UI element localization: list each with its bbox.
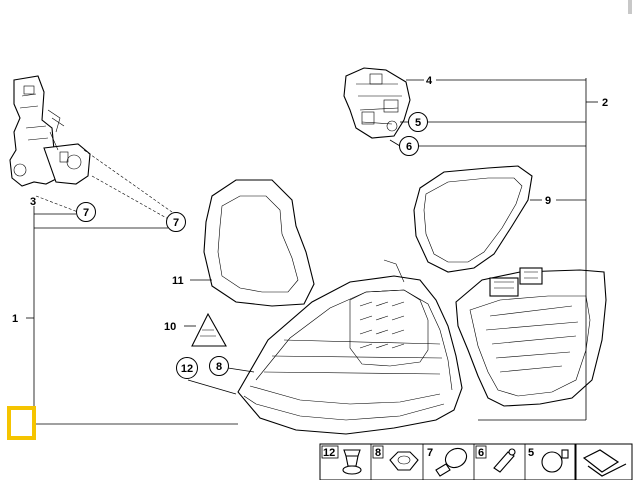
callout-9: 9 [545, 195, 551, 207]
callout-6: 6 [399, 136, 419, 156]
callout-11: 11 [172, 275, 184, 287]
svg-text:12: 12 [181, 363, 193, 375]
svg-text:7: 7 [83, 207, 89, 219]
svg-text:8: 8 [375, 447, 381, 459]
callout-2: 2 [602, 97, 608, 109]
strip-item-7[interactable]: 7 [427, 445, 470, 477]
selection-highlight[interactable] [7, 406, 36, 440]
warning-label-icon [191, 312, 227, 347]
callout-5: 5 [408, 112, 428, 132]
callout-1: 1 [12, 313, 18, 325]
svg-text:5: 5 [528, 447, 534, 459]
bulb-holder-right[interactable] [343, 67, 411, 139]
callout-8: 8 [209, 356, 229, 376]
callout-4: 4 [426, 75, 433, 87]
callout-7a: 7 [76, 202, 96, 222]
svg-text:6: 6 [478, 447, 484, 459]
callout-3: 3 [30, 196, 36, 208]
strip-item-12[interactable]: 12 [321, 445, 362, 475]
bulb-round-icon [541, 449, 569, 473]
svg-text:7: 7 [173, 217, 179, 229]
svg-text:12: 12 [323, 447, 335, 459]
gasket-inner[interactable] [413, 165, 533, 273]
bulb-holder-left[interactable] [9, 75, 91, 187]
scrollbar-thumb[interactable] [628, 0, 632, 14]
clip-icon [342, 449, 362, 475]
gasket-outer[interactable] [203, 179, 315, 307]
bulb-large-icon [435, 447, 468, 477]
strip-item-8[interactable]: 8 [372, 445, 419, 471]
strip-item-6[interactable]: 6 [475, 445, 516, 473]
parts-strip: 12 8 7 6 [319, 443, 576, 480]
bulb-small-icon [493, 448, 516, 473]
callout-12: 12 [176, 357, 198, 379]
nut-icon [389, 451, 419, 471]
tail-light-inner[interactable] [455, 267, 607, 407]
callout-7b: 7 [166, 212, 186, 232]
svg-text:6: 6 [406, 141, 412, 153]
callout-10: 10 [164, 321, 176, 333]
svg-text:8: 8 [216, 361, 222, 373]
strip-item-5[interactable]: 5 [528, 447, 569, 473]
tail-light-outer[interactable] [237, 259, 463, 435]
navigation-arrow-icon[interactable] [575, 443, 633, 480]
svg-text:5: 5 [415, 117, 421, 129]
svg-text:7: 7 [427, 447, 433, 459]
